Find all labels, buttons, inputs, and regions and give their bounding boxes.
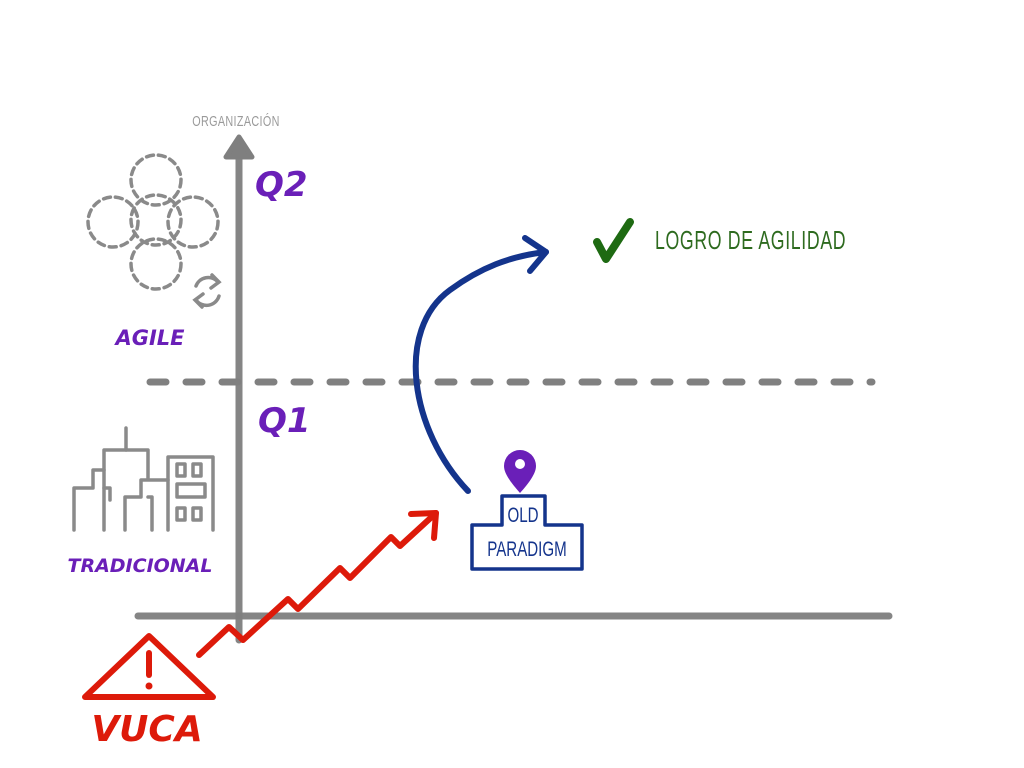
quadrant-label-q1: Q1 <box>258 401 311 441</box>
refresh-icon <box>192 273 222 309</box>
city-buildings-icon <box>72 426 215 532</box>
agile-circles-icon <box>86 153 220 291</box>
traditional-label: TRADICIONAL <box>67 555 212 577</box>
transition-arc-arrow <box>412 235 549 494</box>
vuca-label: VUCA <box>91 709 202 750</box>
growth-zigzag-arrow <box>196 510 439 658</box>
warning-triangle-icon <box>82 633 216 700</box>
old-paradigm-label-line1: OLD <box>507 502 538 526</box>
old-paradigm-pedestal <box>470 494 584 571</box>
location-pin-icon <box>504 450 536 493</box>
goal-label: LOGRO DE AGILIDAD <box>655 226 846 255</box>
warning-dot <box>145 682 153 690</box>
old-paradigm-label-line2: PARADIGM <box>487 536 566 560</box>
checkmark-icon <box>593 218 634 263</box>
agile-label: AGILE <box>113 326 185 350</box>
vertical-axis <box>223 134 255 644</box>
y-axis-label: ORGANIZACIÓN <box>192 112 280 129</box>
quadrant-label-q2: Q2 <box>255 165 308 205</box>
